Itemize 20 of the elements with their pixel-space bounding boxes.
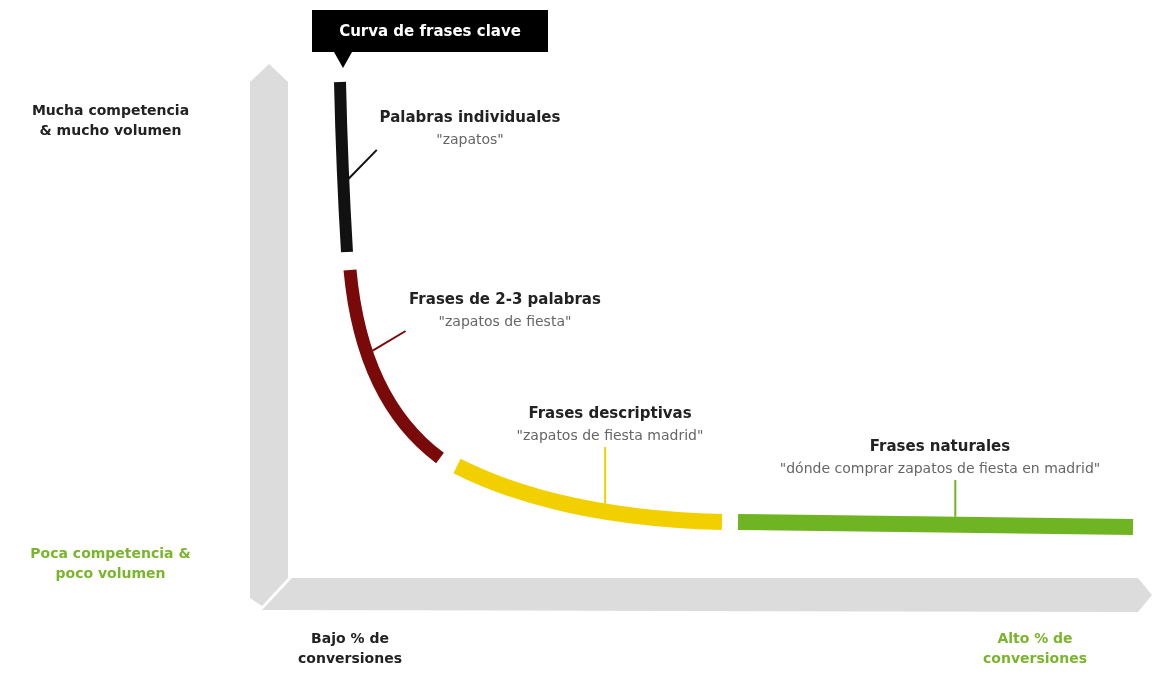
leader-line bbox=[954, 479, 957, 518]
heading-text: Palabras individuales bbox=[379, 108, 561, 126]
axis-label: Bajo % de conversiones bbox=[297, 629, 403, 668]
axis-label: Alto % de conversiones bbox=[982, 629, 1088, 668]
curve-segment bbox=[453, 458, 723, 530]
example-text: "zapatos de fiesta" bbox=[438, 313, 572, 329]
heading-text: Frases de 2-3 palabras bbox=[409, 290, 601, 308]
heading-text: Frases descriptivas bbox=[528, 404, 692, 422]
callout-box: Curva de frases clave bbox=[312, 10, 548, 68]
axis-label: Poca competencia & poco volumen bbox=[29, 544, 192, 583]
example-text: "zapatos de fiesta madrid" bbox=[516, 427, 704, 443]
leader-line bbox=[371, 330, 407, 352]
curve-segment bbox=[737, 514, 1134, 535]
leader-line bbox=[604, 446, 607, 505]
example-text: "dónde comprar zapatos de fiesta en madrid" bbox=[779, 460, 1101, 476]
heading-text: Frases naturales bbox=[869, 437, 1011, 455]
leader-line bbox=[346, 148, 378, 181]
curve-segment bbox=[334, 81, 353, 253]
example-text: "zapatos" bbox=[436, 131, 504, 147]
axis-label: Mucha competencia & mucho volumen bbox=[30, 101, 191, 140]
